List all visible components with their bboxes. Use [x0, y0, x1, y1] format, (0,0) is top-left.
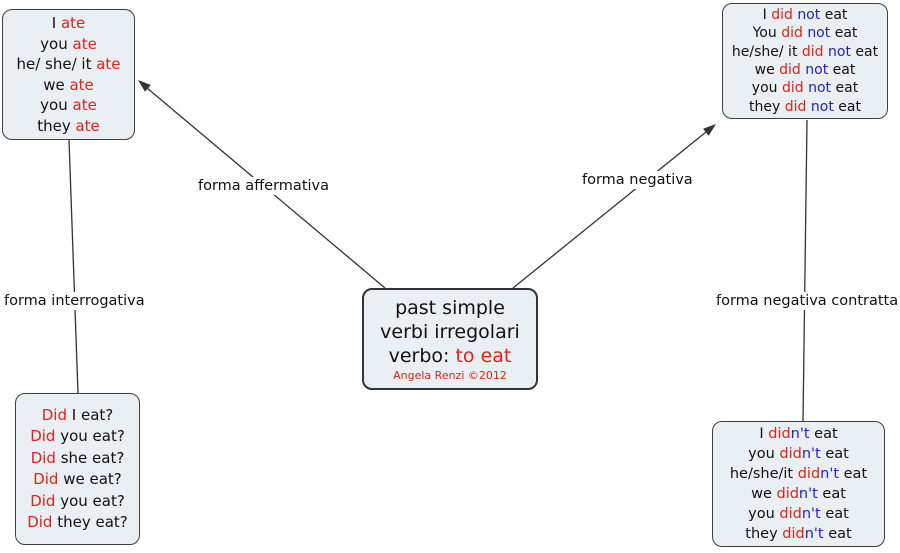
node-affirmative[interactable]: I ate you ate he/ she/ it ate we ate you ate…: [2, 9, 135, 140]
text-line: You did not eat: [752, 25, 858, 42]
link-label-negative[interactable]: forma negativa: [580, 171, 695, 189]
node-interrogative[interactable]: Did I eat? Did you eat? Did she eat? Did we…: [15, 393, 140, 545]
text-line: you ate: [40, 96, 97, 114]
text-line: past simple: [395, 297, 505, 319]
text-line: they did not eat: [749, 98, 861, 115]
text-line: we did not eat: [754, 62, 856, 78]
arrowhead-affirmative-icon: [138, 80, 151, 92]
text-line: Did you eat?: [30, 491, 125, 510]
text-line: we didn't eat: [751, 486, 846, 502]
text-line: I ate: [51, 14, 86, 32]
text-line: you didn't eat: [748, 506, 849, 522]
text-line: you did not eat: [751, 80, 859, 97]
node-negative-contracted[interactable]: I didn't eat you didn't eat he/she/it didn…: [712, 421, 885, 547]
text-line: Did I eat?: [41, 405, 114, 424]
text-line: Did they eat?: [27, 513, 128, 531]
text-line: they didn't eat: [745, 526, 852, 542]
connector-interrogative: [68, 139, 79, 394]
text-line: verbo: to eat: [388, 345, 512, 367]
text-line: Did you eat?: [30, 427, 125, 445]
center-credit: Angela Renzi ©2012: [393, 369, 507, 382]
link-label-affirmative[interactable]: forma affermativa: [196, 177, 331, 195]
text-line: we ate: [43, 75, 94, 94]
text-line: you didn't eat: [748, 446, 849, 462]
text-line: you ate: [40, 34, 97, 53]
link-label-interrogative[interactable]: forma interrogativa: [2, 292, 147, 310]
text-line: they ate: [37, 116, 100, 135]
link-label-negative-contracted[interactable]: forma negativa contratta: [714, 292, 900, 310]
arrowhead-negative-icon: [703, 124, 716, 136]
text-line: he/she/it didn't eat: [729, 466, 868, 482]
connector-negative-contracted: [802, 119, 808, 422]
text-line: I didn't eat: [759, 426, 838, 442]
connector-negative: [512, 131, 707, 289]
text-line: Did we eat?: [33, 470, 122, 488]
text-line: he/ she/ it ate: [16, 55, 121, 73]
text-line: verbi irregolari: [380, 321, 520, 343]
text-line: Did she eat?: [30, 448, 125, 467]
text-line: I did not eat: [762, 6, 848, 23]
text-line: he/she/ it did not eat: [731, 43, 879, 60]
